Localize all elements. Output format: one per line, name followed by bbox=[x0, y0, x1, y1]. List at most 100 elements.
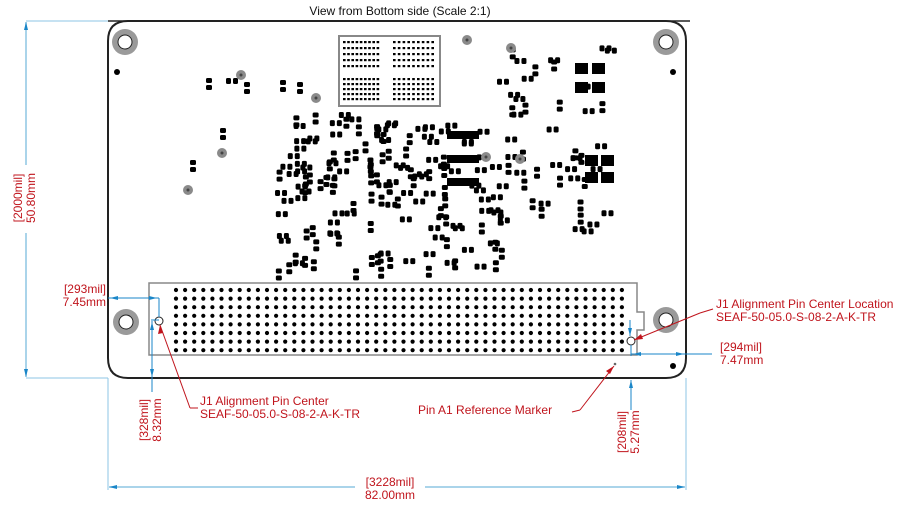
bga-ball bbox=[355, 88, 359, 91]
passive-component bbox=[327, 219, 340, 226]
connector-pin bbox=[346, 330, 351, 336]
connector-pin bbox=[319, 348, 324, 353]
bga-ball bbox=[426, 93, 430, 96]
connector-pin bbox=[465, 296, 470, 301]
bga-ball bbox=[343, 41, 346, 44]
connector-pin bbox=[401, 339, 406, 344]
bga-ball bbox=[368, 93, 371, 96]
connector-pin bbox=[501, 287, 506, 293]
bga-ball bbox=[426, 47, 430, 50]
component-pad bbox=[481, 167, 487, 174]
connector-pin bbox=[492, 330, 497, 336]
bga-ball bbox=[355, 93, 359, 96]
component-pad bbox=[276, 176, 283, 182]
connector-pin bbox=[528, 330, 534, 336]
component-pad bbox=[492, 239, 499, 245]
bga-ball bbox=[351, 83, 354, 86]
inductor-pad bbox=[447, 155, 479, 163]
connector-pin bbox=[556, 348, 561, 353]
component-pad bbox=[439, 234, 445, 241]
component-pad bbox=[587, 221, 593, 228]
bga-ball bbox=[355, 98, 359, 101]
connector-pin bbox=[310, 339, 315, 344]
power-pad bbox=[575, 82, 588, 93]
connector-pin bbox=[237, 339, 242, 344]
bga-ball bbox=[364, 78, 367, 81]
mounting-hole-top-left bbox=[112, 29, 138, 55]
bga-ball bbox=[372, 41, 375, 44]
component-pad bbox=[283, 233, 289, 240]
bga-ball bbox=[393, 59, 396, 62]
bga-ball bbox=[364, 53, 367, 56]
connector-pin bbox=[537, 330, 543, 336]
connector-pin bbox=[264, 296, 270, 301]
connector-pin bbox=[601, 322, 606, 327]
component-pad bbox=[373, 172, 380, 178]
component-pad bbox=[572, 226, 578, 233]
component-pad bbox=[589, 108, 595, 115]
connector-pin bbox=[601, 348, 606, 353]
bga-ball bbox=[393, 93, 396, 96]
bga-ball bbox=[417, 65, 420, 68]
component-pad bbox=[367, 227, 374, 233]
connector-pin bbox=[319, 313, 324, 318]
connector-pin bbox=[619, 322, 625, 327]
test-point-center bbox=[484, 155, 488, 159]
component-pad bbox=[579, 226, 585, 233]
passive-component bbox=[294, 145, 307, 152]
bga-ball bbox=[347, 59, 350, 62]
component-pad bbox=[572, 166, 578, 173]
connector-pin bbox=[292, 305, 297, 310]
passive-component bbox=[280, 163, 293, 170]
connector-pin bbox=[246, 330, 251, 336]
connector-pin bbox=[292, 287, 297, 293]
connector-pin bbox=[610, 339, 615, 344]
connector-pin bbox=[383, 330, 388, 336]
component-pad bbox=[594, 221, 600, 228]
bga-ball bbox=[407, 83, 410, 86]
connector-pin bbox=[365, 339, 370, 344]
passive-component bbox=[438, 163, 451, 170]
component-pad bbox=[452, 122, 458, 129]
connector-pin bbox=[328, 330, 333, 336]
board-outline bbox=[107, 20, 687, 379]
bga-ball bbox=[417, 78, 420, 81]
passive-component bbox=[496, 183, 509, 190]
bga-ball bbox=[421, 53, 425, 56]
connector-pin bbox=[383, 348, 388, 353]
component-pad bbox=[294, 153, 300, 160]
component-pad bbox=[387, 264, 394, 270]
component-pad bbox=[344, 157, 351, 163]
passive-component bbox=[423, 251, 436, 258]
connector-pin bbox=[201, 339, 206, 344]
connector-pin bbox=[228, 330, 233, 336]
bga-ball bbox=[343, 53, 346, 56]
connector-pin bbox=[446, 339, 452, 344]
passive-component bbox=[278, 237, 291, 244]
bga-ball bbox=[431, 78, 434, 81]
bga-ball bbox=[355, 41, 359, 44]
bga-ball bbox=[402, 59, 406, 62]
passive-component bbox=[407, 167, 414, 180]
passive-component bbox=[353, 268, 360, 281]
passive-component bbox=[587, 221, 600, 228]
passive-component bbox=[496, 78, 509, 85]
connector-pin bbox=[255, 348, 260, 353]
component-pad bbox=[595, 143, 601, 150]
connector-pin bbox=[565, 339, 570, 344]
component-pad bbox=[332, 210, 338, 217]
connector-pin bbox=[583, 322, 588, 327]
bga-ball bbox=[407, 93, 410, 96]
component-pad bbox=[330, 150, 337, 156]
component-pad bbox=[548, 57, 554, 64]
component-pad bbox=[577, 206, 584, 212]
component-pad bbox=[295, 168, 301, 175]
connector-pin bbox=[401, 330, 406, 336]
bga-ball bbox=[426, 65, 430, 68]
bga-ball bbox=[376, 83, 380, 86]
bga-ball bbox=[412, 98, 415, 101]
connector-pin bbox=[246, 287, 251, 293]
connector-pin bbox=[328, 287, 333, 293]
connector-pin bbox=[346, 339, 351, 344]
bga-ball bbox=[359, 83, 363, 86]
